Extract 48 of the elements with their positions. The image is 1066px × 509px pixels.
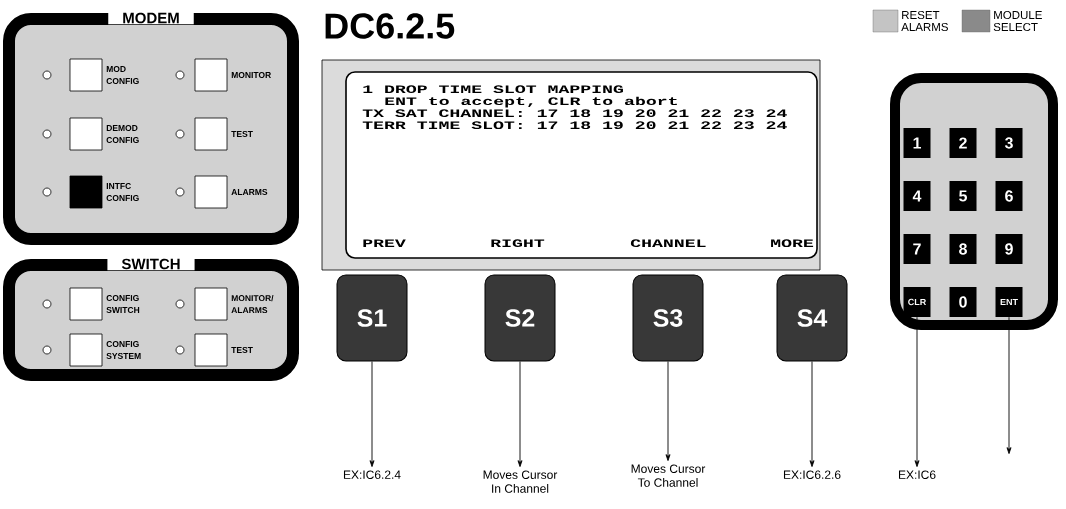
page-title: DC6.2.5	[325, 13, 455, 39]
arrow	[517, 361, 523, 468]
arrow	[369, 361, 375, 468]
soft-key: S2	[484, 274, 556, 362]
arrow	[665, 361, 671, 462]
screen-text: ENT to accept, CLR to abort	[385, 96, 677, 108]
result-text: EX:IC6	[899, 470, 936, 479]
screen-text: TERR TIME SLOT: 17 18 19 20 21 22 23 24	[362, 121, 787, 130]
button-label: MONITOR/ ALARMS	[231, 294, 274, 314]
legend-label: RESET ALARMS	[901, 10, 948, 32]
keypad-key: 5	[949, 181, 977, 211]
keypad-key: 1	[903, 128, 931, 158]
keypad-key: CLR	[903, 287, 931, 317]
softkey-label: RIGHT	[491, 239, 545, 248]
result-text: EX:IC6.2.4	[344, 470, 401, 479]
arrow	[809, 361, 815, 468]
button-label: TEST	[231, 347, 253, 353]
soft-key: S4	[776, 274, 848, 362]
keypad-key: ENT	[995, 287, 1023, 317]
button-label: DEMOD CONFIG	[106, 125, 139, 143]
button-label: INTFC CONFIG	[106, 183, 139, 201]
keypad-key: 7	[903, 234, 931, 264]
arrow	[1006, 316, 1012, 455]
button-label: CONFIG SYSTEM	[106, 341, 141, 359]
screen-text: 1 DROP TIME SLOT MAPPING	[363, 85, 623, 94]
screen-text: TX SAT CHANNEL: 17 18 19 20 21 22 23 24	[362, 109, 787, 118]
result-text: Moves Cursor To Channel	[631, 464, 706, 487]
button-label: MOD CONFIG	[106, 66, 139, 84]
arrow	[914, 316, 920, 468]
keypad-key: 8	[949, 234, 977, 264]
soft-key: S3	[632, 274, 704, 362]
keypad-key: 3	[995, 128, 1023, 158]
softkey-label: CHANNEL	[630, 239, 706, 248]
keypad-key: 0	[949, 287, 977, 317]
soft-key: S1	[336, 274, 408, 362]
softkey-label: MORE	[771, 239, 814, 248]
keypad-key: 9	[995, 234, 1023, 264]
button-label: MONITOR	[231, 72, 271, 78]
button-label: CONFIG SWITCH	[106, 295, 140, 313]
legend-label: MODULE SELECT	[993, 10, 1042, 32]
keypad-key: 6	[995, 181, 1023, 211]
keypad-key: 4	[903, 181, 931, 211]
button-label: ALARMS	[231, 189, 268, 195]
softkey-label: PREV	[363, 239, 406, 247]
keypad-key: 2	[949, 128, 977, 158]
button-label: TEST	[231, 131, 253, 137]
result-text: Moves Cursor In Channel	[483, 470, 558, 493]
result-text: EX:IC6.2.6	[784, 470, 841, 479]
